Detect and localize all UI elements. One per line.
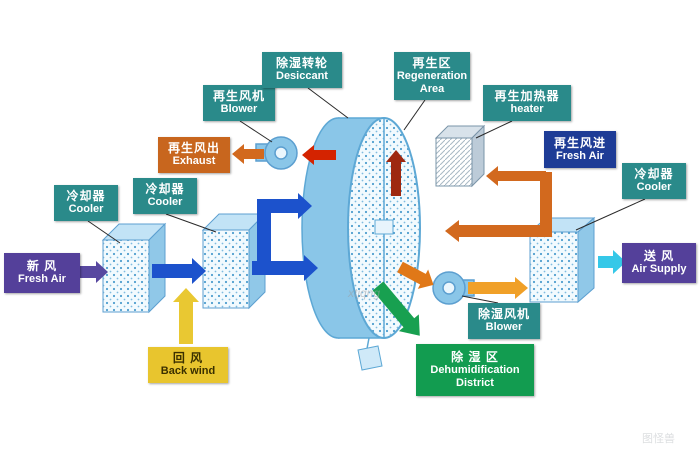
label-cooler-3: 冷却器 Cooler [622,163,686,199]
label-dehumid-district-en: Dehumidification District [430,363,520,389]
label-fresh-air: 新 风 Fresh Air [4,253,80,293]
arrow-blower-to-exhaust [232,144,264,164]
cooler-unit-3 [528,216,596,304]
arrow-regen-flow-up [386,150,406,196]
dehumid-blower [432,271,475,305]
wheel-shaft-mount [357,345,383,371]
connector-regen-area [403,99,426,131]
label-heater: 再生加热器 heater [483,85,571,121]
connector-desiccant [307,87,349,119]
label-dehumid-blower: 除湿风机 Blower [468,303,540,339]
arrow-fresh-air-in [80,261,108,283]
connector-blower-bottom [461,295,499,304]
heater-unit [434,124,486,188]
label-back-wind-cn: 回 风 [172,351,204,365]
regen-blower [255,136,298,170]
label-regen-area: 再生区 Regeneration Area [394,52,470,100]
label-regen-area-cn: 再生区 [412,55,452,70]
label-desiccant-cn: 除湿转轮 [275,56,328,70]
label-regen-blower-en: Blower [220,103,258,115]
arrow-wheel-to-regen-blower [302,145,336,165]
label-heater-cn: 再生加热器 [494,89,560,103]
label-exhaust: 再生风出 Exhaust [158,137,230,173]
label-cooler-2: 冷却器 Cooler [133,178,197,214]
label-regen-area-en: Regeneration Area [396,69,468,95]
label-dehumid-blower-cn: 除湿风机 [477,307,530,321]
arrow-regenin-down [540,172,552,228]
label-back-wind-en: Back wind [160,365,216,377]
label-regen-blower-cn: 再生风机 [212,89,265,103]
connector-cooler1 [87,220,121,244]
cooler-unit-1 [101,222,167,314]
arrow-wheel-to-dehumid-zone [372,281,420,336]
connector-cooler2 [165,213,217,233]
label-regen-fresh-air-en: Fresh Air [556,149,604,162]
desiccant-wheel [301,117,421,371]
label-regen-fresh-air: 再生风进 Fresh Air [544,131,616,168]
label-air-supply-en: Air Supply [631,263,687,275]
connector-cooler3 [575,198,646,231]
arrow-cooler3-to-supply [598,250,626,274]
label-air-supply: 送 风 Air Supply [622,243,696,283]
label-back-wind: 回 风 Back wind [148,347,228,383]
label-cooler-1-cn: 冷却器 [66,189,106,203]
label-cooler-2-cn: 冷却器 [145,182,185,196]
arrow-backwind-up [173,288,199,344]
label-regen-blower: 再生风机 Blower [203,85,275,121]
wheel-hub [374,219,394,235]
label-regen-fresh-air-cn: 再生风进 [553,135,606,150]
label-exhaust-cn: 再生风出 [167,141,220,155]
arrow-blower-to-cooler3 [468,277,528,299]
label-desiccant-en: Desiccant [276,70,328,82]
label-exhaust-en: Exhaust [172,155,216,167]
arrow-wheel-to-dehumid-blower [397,261,434,289]
label-fresh-air-en: Fresh Air [18,273,66,285]
label-fresh-air-cn: 新 风 [26,259,58,273]
label-connectors [87,87,646,304]
label-dehumid-district: 除 湿 区 Dehumidification District [416,344,534,396]
arrow-regenin-to-heater [486,166,546,186]
label-cooler-3-cn: 冷却器 [634,167,674,181]
watermark-corner: 图怪兽 [642,433,675,445]
label-cooler-2-en: Cooler [147,196,183,208]
label-desiccant: 除湿转轮 Desiccant [262,52,342,88]
arrow-into-wheel-upper [257,193,312,219]
label-cooler-3-en: Cooler [636,181,672,193]
label-cooler-1-en: Cooler [68,203,104,215]
label-heater-en: heater [510,103,544,115]
label-air-supply-cn: 送 风 [643,249,675,263]
watermark-center: xtjqng [348,286,381,300]
arrow-regenin-to-wheel [445,220,552,242]
arrow-cooler1-to-cooler2 [152,258,206,284]
connector-blower-top [239,120,273,143]
connector-heater [475,120,513,139]
arrow-riser-blue [257,206,271,268]
label-dehumid-blower-en: Blower [485,321,523,333]
label-cooler-1: 冷却器 Cooler [54,185,118,221]
label-dehumid-district-cn: 除 湿 区 [451,349,499,364]
